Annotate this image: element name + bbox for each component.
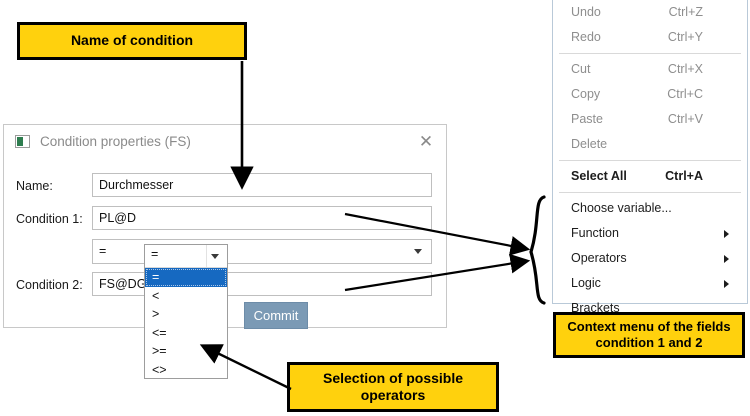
- annotation-selection-of-operators: Selection of possible operators: [287, 362, 499, 412]
- menu-item-paste: Paste Ctrl+V: [553, 107, 747, 132]
- menu-item-label: Delete: [571, 137, 608, 151]
- menu-item-label: Logic: [571, 276, 601, 290]
- condition1-input[interactable]: PL@D: [92, 206, 432, 230]
- menu-item-label: Choose variable...: [571, 201, 672, 215]
- name-input[interactable]: Durchmesser: [92, 173, 432, 197]
- menu-item-shortcut: Ctrl+C: [667, 87, 703, 101]
- menu-item-choose-variable[interactable]: Choose variable...: [553, 196, 747, 221]
- operator-option[interactable]: <=: [152, 325, 167, 340]
- menu-item-shortcut: Ctrl+Z: [668, 5, 703, 19]
- operator-option[interactable]: <: [152, 288, 160, 303]
- operator-dropdown-list[interactable]: =<><=>=<>: [145, 268, 227, 379]
- menu-item-undo: Undo Ctrl+Z: [553, 0, 747, 25]
- menu-item-shortcut: Ctrl+X: [667, 62, 703, 76]
- submenu-arrow-icon: [724, 280, 729, 288]
- menu-item-shortcut: Ctrl+Y: [667, 30, 703, 44]
- operator-dropdown-selected-value: =: [151, 247, 159, 261]
- close-icon[interactable]: ✕: [418, 132, 434, 152]
- dialog-title-bar[interactable]: Condition properties (FS) ✕: [4, 125, 446, 158]
- condition2-input[interactable]: FS@DG: [92, 272, 432, 296]
- menu-item-shortcut: Ctrl+V: [667, 112, 703, 126]
- menu-item-copy: Copy Ctrl+C: [553, 82, 747, 107]
- menu-item-shortcut: Ctrl+A: [665, 169, 703, 183]
- menu-separator: [559, 53, 741, 54]
- menu-item-label: Brackets: [571, 301, 620, 315]
- dialog-title: Condition properties (FS): [40, 134, 191, 149]
- operator-option[interactable]: >=: [152, 344, 167, 358]
- menu-item-label: Select All: [571, 169, 627, 183]
- menu-item-label: Paste: [571, 112, 603, 126]
- operator-dropdown[interactable]: = =<><=>=<>: [144, 244, 228, 379]
- submenu-arrow-icon: [724, 230, 729, 238]
- brace-context-menu-items: [529, 195, 546, 305]
- condition1-label: Condition 1:: [16, 212, 83, 226]
- menu-separator: [559, 192, 741, 193]
- menu-item-label: Operators: [571, 251, 627, 265]
- application-icon: [15, 135, 30, 148]
- annotation-context-menu-caption: Context menu of the fields condition 1 a…: [553, 312, 745, 358]
- commit-button[interactable]: Commit: [244, 302, 308, 329]
- menu-item-logic[interactable]: Logic: [553, 271, 747, 296]
- menu-item-delete: Delete: [553, 132, 747, 157]
- menu-item-label: Redo: [571, 30, 601, 44]
- menu-item-operators[interactable]: Operators: [553, 246, 747, 271]
- operator-combobox[interactable]: =: [92, 239, 432, 264]
- menu-separator: [559, 160, 741, 161]
- menu-item-brackets[interactable]: Brackets: [553, 296, 747, 321]
- name-label: Name:: [16, 179, 53, 193]
- operator-option[interactable]: =: [145, 268, 227, 287]
- menu-item-redo: Redo Ctrl+Y: [553, 25, 747, 50]
- chevron-down-icon[interactable]: [406, 241, 430, 262]
- condition2-label: Condition 2:: [16, 278, 83, 292]
- operator-combobox-value: =: [99, 244, 107, 258]
- chevron-down-icon[interactable]: [206, 245, 223, 267]
- operator-option[interactable]: <>: [152, 362, 167, 377]
- menu-item-label: Undo: [571, 5, 601, 19]
- operator-option[interactable]: >: [152, 307, 160, 321]
- context-menu[interactable]: Undo Ctrl+Z Redo Ctrl+Y Cut Ctrl+X Copy Ctrl+C P…: [552, 0, 748, 315]
- menu-item-label: Function: [571, 226, 619, 240]
- menu-item-select-all[interactable]: Select All Ctrl+A: [553, 164, 747, 189]
- menu-item-label: Copy: [571, 87, 601, 101]
- annotation-name-of-condition: Name of condition: [17, 22, 247, 60]
- menu-item-cut: Cut Ctrl+X: [553, 57, 747, 82]
- menu-item-label: Cut: [571, 62, 591, 76]
- submenu-arrow-icon: [724, 255, 729, 263]
- operator-dropdown-header[interactable]: =: [145, 245, 227, 268]
- condition-properties-dialog: Condition properties (FS) ✕ Name: Durchm…: [3, 124, 447, 329]
- menu-item-function[interactable]: Function: [553, 221, 747, 246]
